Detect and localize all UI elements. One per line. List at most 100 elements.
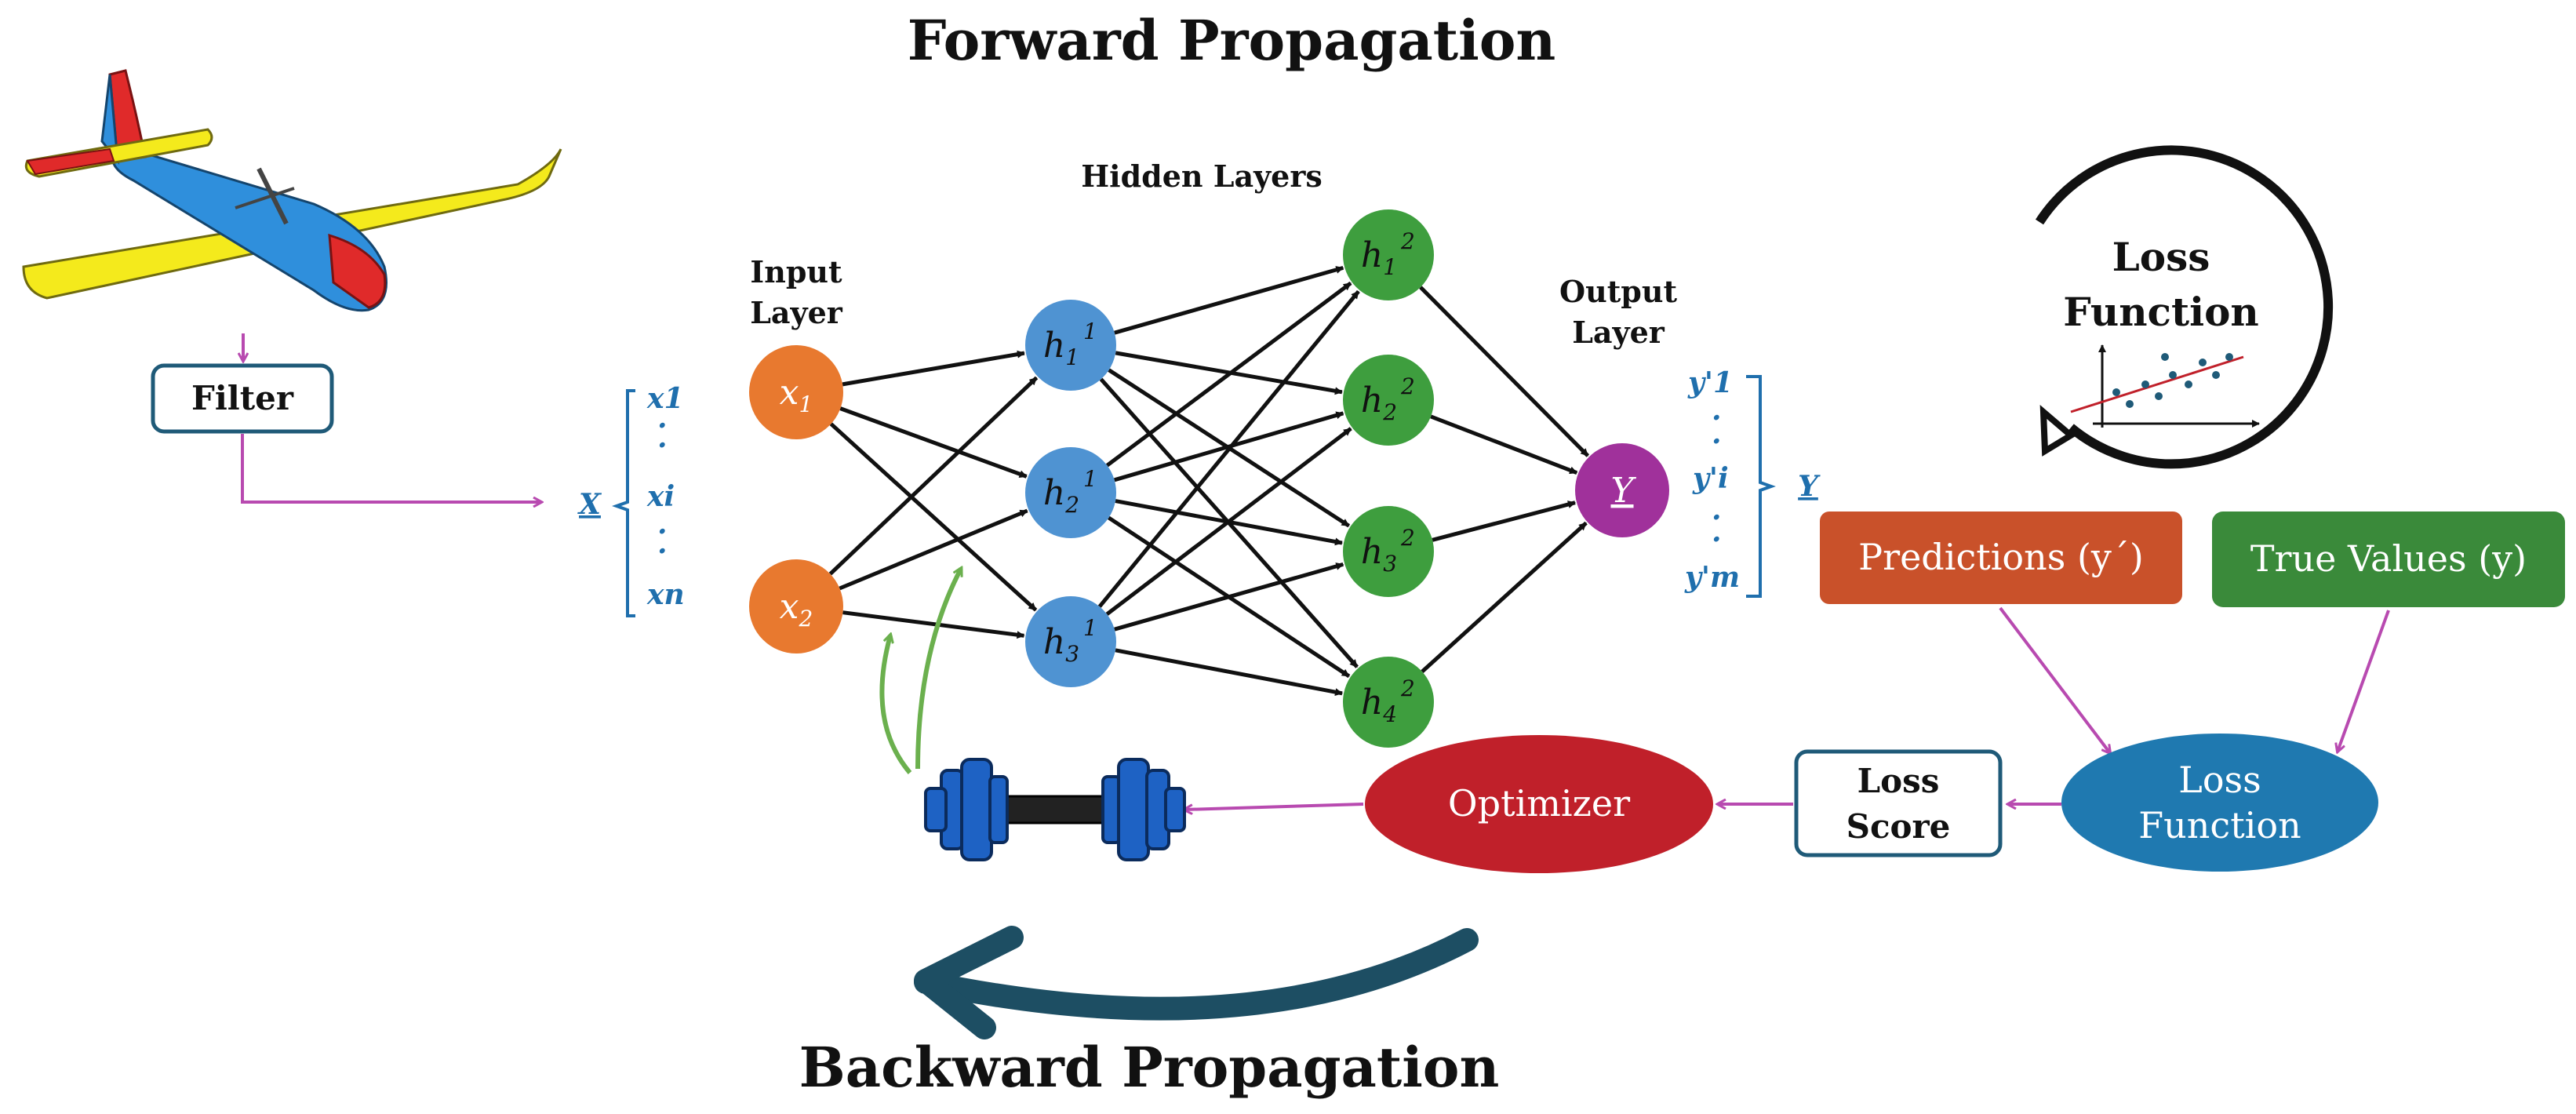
filter-label: Filter bbox=[191, 379, 294, 417]
edge-input2-to-hidden12 bbox=[839, 508, 1028, 591]
backward-propagation-arrowhead bbox=[914, 926, 1024, 1039]
edge-hidden21-to-output1 bbox=[1419, 286, 1590, 457]
green-update-arrow-small bbox=[879, 635, 912, 774]
input-layer-label-1: Input bbox=[750, 254, 842, 289]
backward-propagation-title: Backward Propagation bbox=[799, 1035, 1500, 1100]
input-vector-label: X bbox=[577, 488, 602, 521]
input-vector-dots-4: · bbox=[657, 535, 668, 568]
input-node-1: x1 bbox=[749, 345, 843, 439]
input-vector-entry-last: xn bbox=[646, 578, 685, 611]
airplane-icon bbox=[22, 69, 562, 312]
input-layer-label-2: Layer bbox=[750, 295, 843, 330]
backward-propagation-arrow bbox=[914, 928, 1479, 1021]
edge-hidden13-to-hidden24 bbox=[1115, 648, 1344, 697]
node-label: h1 bbox=[1361, 235, 1397, 280]
edge-hidden13-to-hidden23 bbox=[1114, 562, 1344, 632]
node-circle bbox=[1025, 447, 1116, 538]
output-vector-label: Y bbox=[1798, 470, 1821, 503]
edge-hidden13-to-hidden21 bbox=[1097, 289, 1360, 608]
loss-panel-line2: Function bbox=[2063, 289, 2259, 335]
node-label: x1 bbox=[780, 373, 813, 417]
node-circle bbox=[749, 559, 843, 653]
predictions-box bbox=[1820, 511, 2182, 604]
input-vector-dots-2: · bbox=[657, 429, 668, 462]
node-circle bbox=[1025, 300, 1116, 391]
forward-propagation-title: Forward Propagation bbox=[908, 8, 1556, 73]
hidden1-node-3: h31 bbox=[1025, 596, 1116, 687]
loss-function-ellipse bbox=[2061, 734, 2378, 872]
green-update-arrow-large bbox=[915, 569, 963, 770]
output-vector-bracket bbox=[1746, 375, 1776, 598]
hidden1-node-1: h11 bbox=[1025, 300, 1116, 391]
output-vector-dots-4: · bbox=[1712, 523, 1722, 556]
input-vector-bracket bbox=[612, 389, 635, 617]
input-vector-dots-3: · bbox=[657, 515, 668, 548]
input-node-2: x2 bbox=[749, 559, 843, 653]
node-label: x2 bbox=[780, 587, 813, 632]
filter-box bbox=[151, 363, 334, 434]
edge-hidden11-to-hidden21 bbox=[1114, 265, 1344, 335]
output-vector-entry-last: y'm bbox=[1684, 561, 1740, 594]
output-vector-dots-2: · bbox=[1712, 425, 1722, 458]
output-vector-dots-1: · bbox=[1712, 402, 1722, 435]
output-vector-entry-middle: y'i bbox=[1692, 462, 1729, 495]
node-label: h3 bbox=[1043, 622, 1079, 667]
hidden-layers-label: Hidden Layers bbox=[1081, 158, 1323, 194]
node-superscript: 2 bbox=[1400, 228, 1415, 254]
node-superscript: 1 bbox=[1083, 466, 1097, 492]
dumbbell-icon bbox=[924, 758, 1186, 861]
true-values-box bbox=[2212, 511, 2565, 607]
edge-input1-to-hidden11 bbox=[842, 350, 1025, 387]
edge-hidden24-to-output1 bbox=[1421, 521, 1588, 673]
loss-score-line1: Loss bbox=[1857, 762, 1940, 800]
node-circle bbox=[1343, 355, 1434, 446]
loss-panel-line1: Loss bbox=[2112, 234, 2210, 280]
hidden2-node-2: h22 bbox=[1343, 355, 1434, 446]
edge-input2-to-hidden11 bbox=[828, 376, 1039, 576]
loss-score-line2: Score bbox=[1846, 807, 1951, 846]
hidden1-node-2: h21 bbox=[1025, 447, 1116, 538]
output-layer-label-2: Layer bbox=[1572, 315, 1665, 350]
node-circle bbox=[1343, 209, 1434, 300]
network-edges bbox=[828, 265, 1590, 697]
node-circle bbox=[1343, 657, 1434, 748]
node-superscript: 1 bbox=[1083, 615, 1097, 641]
edge-input1-to-hidden12 bbox=[839, 406, 1028, 479]
node-label: h3 bbox=[1361, 532, 1397, 577]
node-circle bbox=[749, 345, 843, 439]
hidden2-node-3: h32 bbox=[1343, 506, 1434, 597]
node-superscript: 2 bbox=[1400, 373, 1415, 399]
scatter-plot-icon bbox=[2070, 344, 2260, 428]
output-vector-entry-first: y'1 bbox=[1687, 366, 1733, 399]
hidden2-node-1: h12 bbox=[1343, 209, 1434, 300]
optimizer-ellipse bbox=[1365, 735, 1713, 873]
node-superscript: 2 bbox=[1400, 675, 1415, 701]
node-circle bbox=[1025, 596, 1116, 687]
input-vector-entry-middle: xi bbox=[646, 480, 675, 513]
input-vector-dots-1: · bbox=[657, 410, 668, 442]
edge-hidden22-to-output1 bbox=[1430, 414, 1578, 475]
node-label: Y bbox=[1610, 471, 1636, 511]
output-layer-label-1: Output bbox=[1559, 274, 1677, 309]
loss-cycle-arrowhead bbox=[2039, 404, 2076, 457]
loss-function-line1: Loss bbox=[2178, 759, 2261, 801]
optimizer-label: Optimizer bbox=[1448, 782, 1630, 825]
hidden2-node-4: h42 bbox=[1343, 657, 1434, 748]
output-vector-dots-3: · bbox=[1712, 501, 1722, 534]
loss-function-panel: Loss Function bbox=[2035, 145, 2334, 469]
edge-hidden12-to-hidden21 bbox=[1105, 281, 1352, 468]
input-vector-entry-first: x1 bbox=[646, 382, 684, 415]
predictions-label: Predictions (y´) bbox=[1858, 536, 2144, 578]
node-label: h1 bbox=[1043, 326, 1079, 370]
node-label: h4 bbox=[1361, 683, 1397, 727]
loss-cycle-arrow bbox=[2035, 145, 2334, 469]
node-circle bbox=[1343, 506, 1434, 597]
node-label: h2 bbox=[1361, 380, 1397, 425]
node-label: h2 bbox=[1043, 473, 1079, 518]
true-values-label: True Values (y) bbox=[2250, 537, 2527, 580]
output-node-1: Y bbox=[1575, 443, 1669, 537]
loss-function-line2: Function bbox=[2138, 804, 2301, 846]
edge-input2-to-hidden13 bbox=[842, 610, 1025, 639]
